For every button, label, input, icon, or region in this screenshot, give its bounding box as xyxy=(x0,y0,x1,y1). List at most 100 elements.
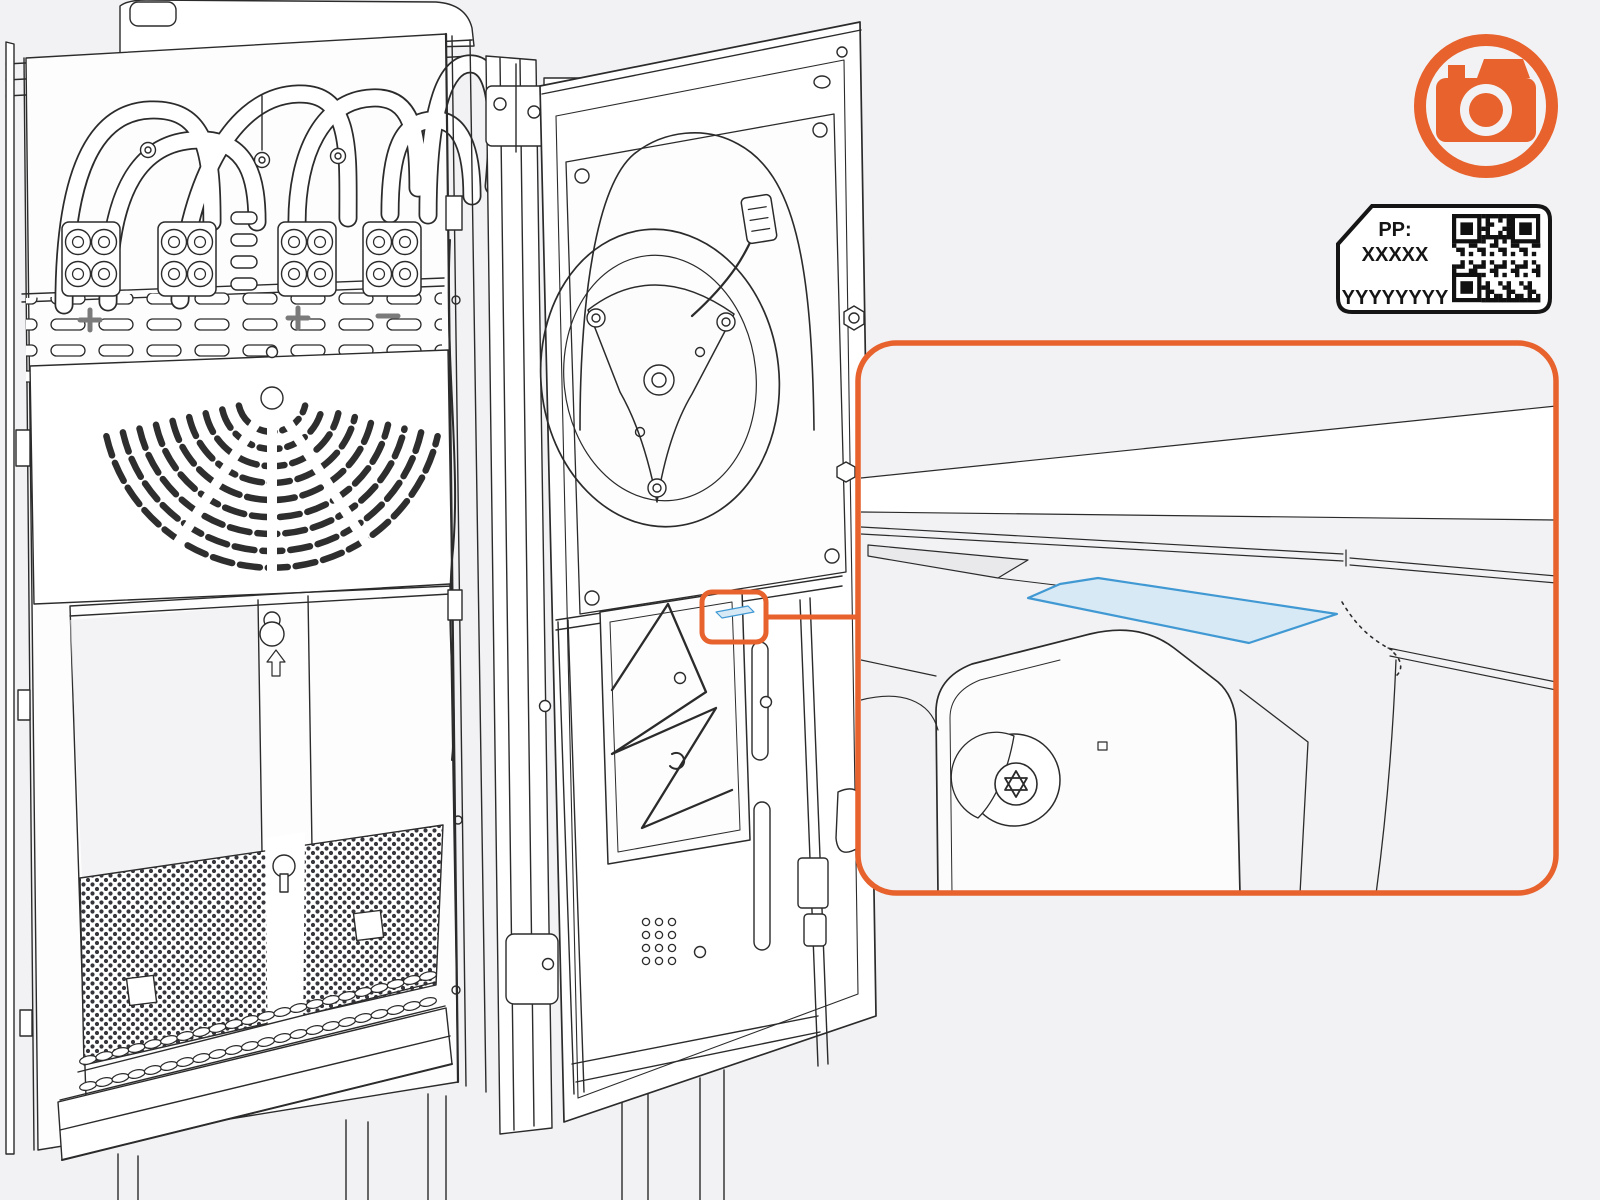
illustration-shape xyxy=(1485,214,1490,219)
illustration-shape xyxy=(90,228,118,256)
left-hardware xyxy=(15,429,31,467)
illustration-shape xyxy=(1519,298,1524,303)
illustration-shape xyxy=(1456,247,1461,252)
left-hardware xyxy=(17,689,31,721)
hinge-strip xyxy=(485,55,553,1135)
stamp-mark xyxy=(669,751,686,770)
illustration-shape xyxy=(1510,243,1516,248)
camera-icon xyxy=(1414,34,1558,178)
bracket-plate-inner xyxy=(609,601,741,853)
screw xyxy=(253,151,271,169)
illustration-shape xyxy=(1531,268,1537,273)
illustration-shape xyxy=(1502,239,1507,244)
illustration-shape xyxy=(1523,251,1528,257)
connector-pins xyxy=(747,206,771,232)
screw xyxy=(759,695,773,709)
illustration-shape xyxy=(654,943,664,953)
illustration-shape xyxy=(1481,251,1486,257)
illustration-shape xyxy=(1527,289,1532,294)
side-sheet xyxy=(1239,689,1309,892)
illustration-shape xyxy=(1519,247,1524,252)
lower-bottom-rails xyxy=(571,1015,821,1083)
illustration-shape xyxy=(1485,298,1490,303)
illustration-shape xyxy=(1485,285,1490,290)
illustration-shape xyxy=(167,267,181,281)
illustration-shape xyxy=(1506,218,1511,223)
arrow-mark xyxy=(266,649,286,677)
illustration-shape xyxy=(1527,285,1532,290)
illustration-shape xyxy=(365,228,393,256)
screw-center xyxy=(258,156,266,164)
illustration-shape xyxy=(1477,264,1482,269)
mesh-cutout xyxy=(352,909,385,942)
illustration-shape xyxy=(1485,293,1490,299)
hinge-bolt xyxy=(493,97,507,111)
cable-connector xyxy=(740,193,778,245)
illustration-shape xyxy=(654,930,664,940)
dispenser-body xyxy=(935,629,1241,892)
illustration-shape xyxy=(1489,289,1495,294)
left-wall xyxy=(5,41,15,1155)
illustration-shape xyxy=(1485,289,1490,294)
illustration-shape xyxy=(1498,264,1503,269)
counter-face-edges xyxy=(861,405,1555,521)
slot xyxy=(230,277,258,291)
hex-bolt-center xyxy=(848,312,860,324)
illustration-shape xyxy=(1531,298,1537,303)
illustration-shape xyxy=(71,235,85,249)
illustration-shape xyxy=(1489,260,1495,265)
door-hole xyxy=(836,46,848,58)
illustration-shape xyxy=(419,997,437,1007)
illustration-shape xyxy=(186,260,214,288)
illustration-shape xyxy=(1485,235,1490,240)
screw xyxy=(451,985,461,995)
illustration-shape xyxy=(97,235,111,249)
illustration-shape xyxy=(1460,222,1473,235)
illustration-shape xyxy=(391,260,419,288)
illustration-shape xyxy=(64,228,92,256)
illustration-shape xyxy=(1502,251,1507,257)
illustration-shape xyxy=(1510,260,1516,265)
illustration-shape xyxy=(1489,222,1495,227)
channel-slot xyxy=(753,801,771,951)
illustration-shape xyxy=(1502,285,1507,290)
mesh-cutout xyxy=(125,974,158,1007)
dispenser-left-lines xyxy=(861,659,939,731)
label-text-pp: PP: xyxy=(1378,219,1411,241)
slot xyxy=(230,233,258,247)
screw-center xyxy=(144,146,152,154)
label-text-serial: YYYYYYYY xyxy=(1342,287,1449,309)
illustration-shape xyxy=(1515,268,1520,273)
illustration-shape xyxy=(1523,272,1528,278)
illustration-shape xyxy=(1498,298,1503,303)
illustration-shape xyxy=(160,228,188,256)
torx-star xyxy=(1004,770,1028,798)
hex-bolt xyxy=(836,461,856,483)
bracket-screw xyxy=(586,308,606,328)
illustration-shape xyxy=(1506,235,1511,240)
illustration-shape xyxy=(1502,272,1507,278)
illustration-shape xyxy=(1510,251,1516,257)
fan-grille xyxy=(103,402,441,583)
illustration-shape xyxy=(1515,264,1520,269)
illustration-shape xyxy=(1523,260,1528,265)
mesh-divider xyxy=(265,832,305,1052)
illustration-shape xyxy=(1523,264,1528,269)
illustration-shape xyxy=(1523,285,1528,290)
rivet xyxy=(694,346,706,358)
illustration-shape xyxy=(313,235,327,249)
illustration-shape xyxy=(1456,264,1461,269)
grille-hub xyxy=(260,386,284,410)
illustration-shape xyxy=(1460,281,1473,294)
callout-content xyxy=(861,405,1555,892)
illustration-shape xyxy=(1481,272,1486,278)
illustration-shape xyxy=(641,956,651,966)
screw xyxy=(541,957,555,971)
illustration-shape xyxy=(1536,268,1541,273)
fan-hub xyxy=(643,364,675,396)
illustration-shape xyxy=(398,235,412,249)
illustration-shape xyxy=(1481,285,1486,290)
illustration-shape xyxy=(1519,222,1532,235)
illustration-shape xyxy=(1489,251,1495,257)
